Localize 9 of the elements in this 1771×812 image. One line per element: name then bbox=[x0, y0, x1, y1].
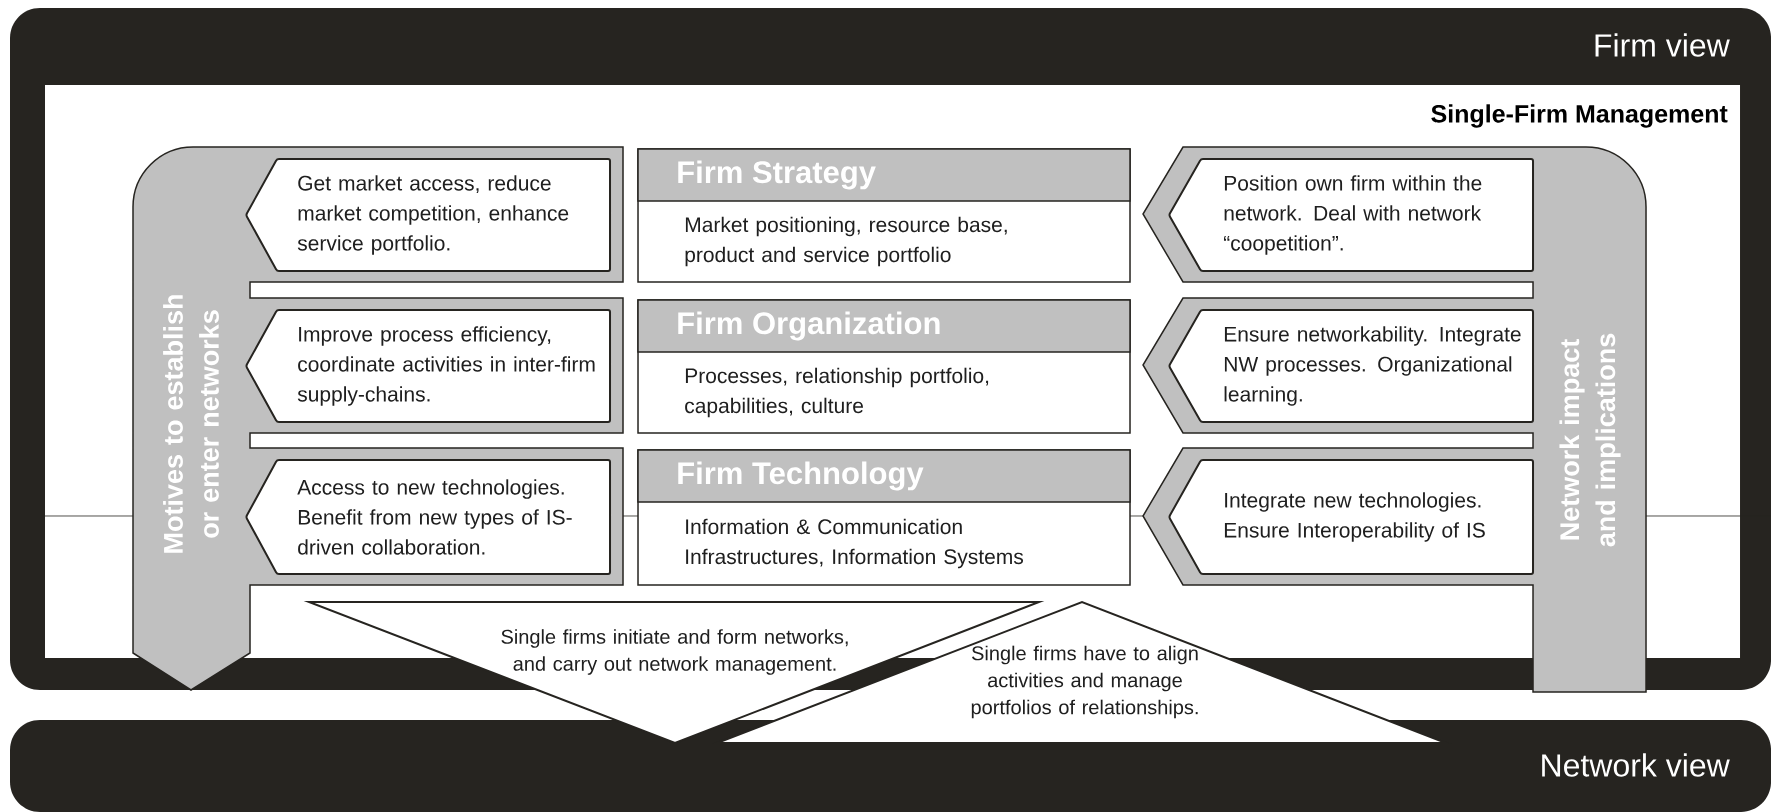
chevron-box: Get market access, reduce market competition, enhance service portfolio. bbox=[245, 158, 611, 272]
layer-box: Firm Organization Processes, relationship portfolio, capabilities, culture bbox=[637, 299, 1131, 434]
chevron-box: Access to new technologies. Benefit from new types of IS-driven collaboration. bbox=[245, 459, 611, 575]
chevron-box: Integrate new technologies. Ensure Interoperability of IS bbox=[1168, 459, 1534, 575]
chevron-box: Improve process efficiency, coordinate activities in inter-firm supply-chains. bbox=[245, 309, 611, 423]
layer-box: Firm Technology Information & Communication Infrastructures, Information Systems bbox=[637, 449, 1131, 586]
layer-box: Firm Strategy Market positioning, resource base, product and service portfolio bbox=[637, 148, 1131, 283]
chevron-box: Ensure networkability. Integrate NW processes. Organizational learning. bbox=[1168, 309, 1534, 423]
chevron-box: Position own firm within the network. Deal with network “coopetition”. bbox=[1168, 158, 1534, 272]
